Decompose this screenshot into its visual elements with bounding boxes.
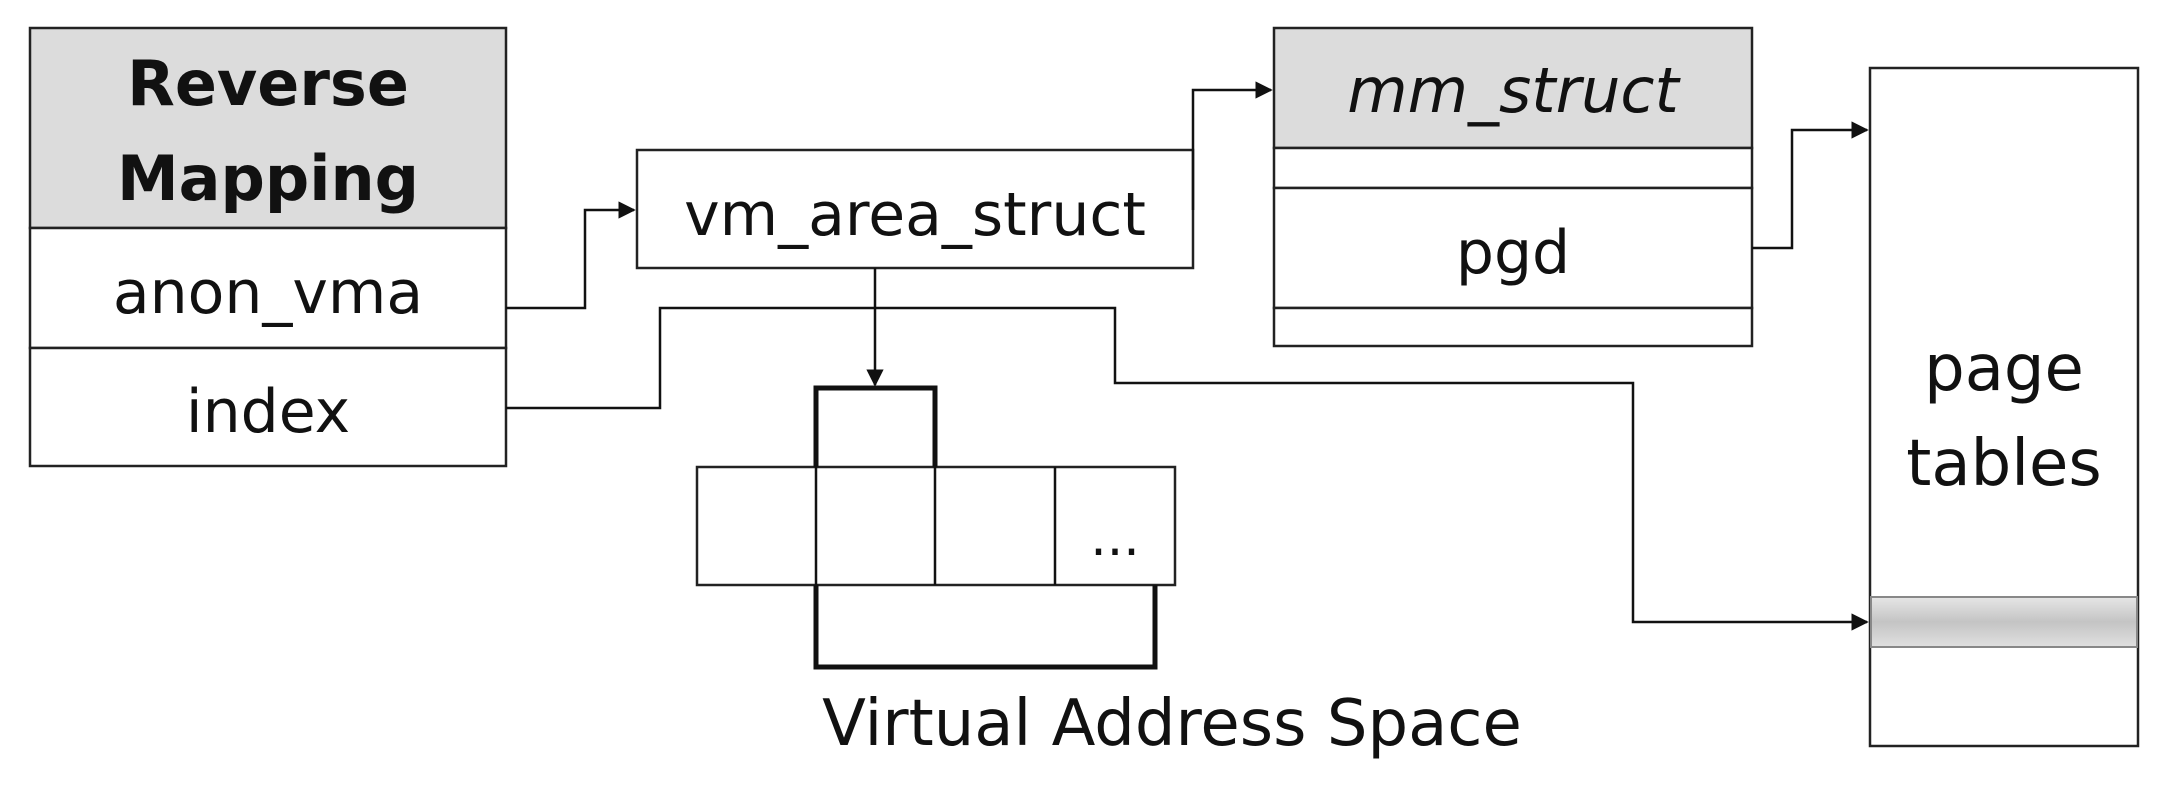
vm-area-struct-label: vm_area_struct [684, 180, 1146, 250]
page-tables-label-line1: page [1924, 332, 2084, 406]
index-field [28, 346, 508, 468]
vas-ellipsis: ... [1090, 508, 1140, 568]
mm-struct-title: mm_struct [1347, 54, 1681, 127]
reverse-mapping-struct: Reverse Mapping anon_vma index [28, 26, 508, 468]
pgd-field [1272, 186, 1754, 310]
mm-struct-box: mm_struct pgd [1272, 26, 1754, 348]
vm-area-struct-rect [635, 148, 1195, 270]
anon-vma-label: anon_vma [113, 258, 423, 328]
vma-region-bracket-bottom [813, 585, 1158, 670]
index-to-page-table-entry-arrow [506, 306, 1869, 631]
pgd-label: pgd [1456, 218, 1570, 288]
vm-area-struct-box: vm_area_struct [635, 148, 1195, 270]
vm-area-to-mm-struct-arrow [1191, 81, 1273, 210]
anon-vma-field [28, 226, 508, 350]
index-label: index [186, 377, 350, 447]
reverse-mapping-header [28, 26, 508, 230]
mm-struct-header [1272, 26, 1754, 150]
mm-struct-blank-row-bottom [1272, 306, 1754, 348]
reverse-mapping-title-line2: Mapping [117, 142, 419, 215]
mm-struct-blank-row-top [1272, 146, 1754, 190]
reverse-mapping-title-line1: Reverse [127, 47, 409, 120]
page-tables-box: page tables [1868, 66, 2140, 748]
page-tables-label-line2: tables [1906, 427, 2101, 501]
page-table-entry-highlight [1870, 596, 2138, 648]
vas-caption: Virtual Address Space [822, 687, 1522, 761]
vma-region-bracket-top [813, 385, 938, 467]
virtual-address-space: ... Virtual Address Space [695, 385, 1522, 761]
anon-vma-to-vm-area-arrow [506, 201, 636, 310]
pgd-to-page-tables-arrow [1752, 121, 1869, 250]
